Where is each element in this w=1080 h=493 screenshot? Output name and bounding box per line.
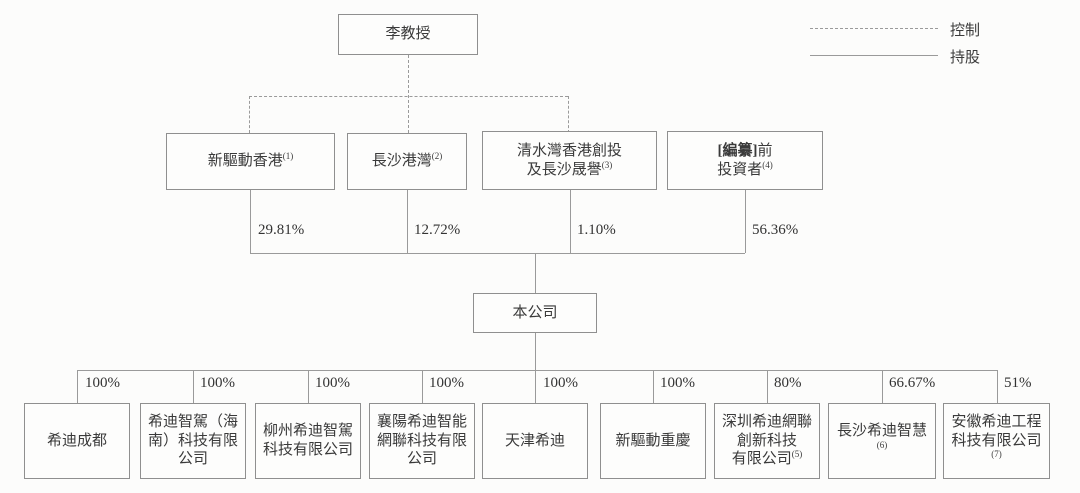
footnote-marker-6: (6) <box>876 440 888 450</box>
sub-line-drop-2 <box>193 370 194 403</box>
box-tianjin-cidi: 天津希迪 <box>482 403 588 479</box>
share-line-horizontal-lower <box>77 370 997 371</box>
sub-line-drop-4 <box>422 370 423 403</box>
pct-changsha-cidi-zhihui: 66.67% <box>889 375 936 391</box>
pct-xiangyang-cidi: 100% <box>429 375 464 391</box>
box-anhui-cidi: 安徽希迪工程 科技有限公司(7) <box>943 403 1050 479</box>
legend-shareholding-line <box>810 55 938 56</box>
box-former-investors-label: 前 投資者 <box>717 142 773 178</box>
share-line-drop-3 <box>570 190 571 253</box>
footnote-marker-3: (3) <box>601 159 613 170</box>
sub-line-drop-1 <box>77 370 78 403</box>
box-cidi-hainan-label: 希迪智駕（海 南）科技有限 公司 <box>147 413 238 468</box>
box-liuzhou-cidi: 柳州希迪智駕 科技有限公司 <box>255 403 361 479</box>
pct-xinqudong-chongqing: 100% <box>660 375 695 391</box>
footnote-marker-7: (7) <box>991 449 1002 460</box>
pct-cidi-chengdu: 100% <box>85 375 120 391</box>
pct-shenzhen-cidi: 80% <box>774 375 802 391</box>
control-line-drop-xinqudong-hk <box>249 96 250 133</box>
box-xinqudong-chongqing-label: 新驅動重慶 <box>615 432 691 449</box>
sub-line-drop-3 <box>308 370 309 403</box>
sub-line-drop-9 <box>997 370 998 403</box>
box-xinqudong-hongkong-label: 新驅動香港 <box>207 153 283 170</box>
box-xiangyang-cidi: 襄陽希迪智能 網聯科技有限 公司 <box>369 403 475 479</box>
sub-line-drop-8 <box>882 370 883 403</box>
box-changsha-gangwan-label: 長沙港灣 <box>371 153 432 170</box>
box-xiangyang-cidi-label: 襄陽希迪智能 網聯科技有限 公司 <box>376 413 467 468</box>
footnote-marker-2: (2) <box>431 151 443 162</box>
box-changsha-gangwan: 長沙港灣(2) <box>347 133 467 190</box>
pct-liuzhou-cidi: 100% <box>315 375 350 391</box>
sub-line-drop-7 <box>767 370 768 403</box>
box-xinqudong-hongkong: 新驅動香港(1) <box>166 133 335 190</box>
box-cidi-hainan: 希迪智駕（海 南）科技有限 公司 <box>140 403 246 479</box>
pct-anhui-cidi: 51% <box>1004 375 1032 391</box>
box-the-company-label: 本公司 <box>512 304 558 321</box>
box-professor-li-label: 李教授 <box>385 26 431 43</box>
box-changsha-cidi-zhihui: 長沙希迪智慧(6) <box>828 403 936 479</box>
legend-control-line <box>810 28 938 29</box>
control-line-drop-qingshuiwan <box>568 96 569 133</box>
pct-cidi-hainan: 100% <box>200 375 235 391</box>
box-professor-li: 李教授 <box>338 14 478 55</box>
pct-former-investors: 56.36% <box>752 222 799 238</box>
box-the-company: 本公司 <box>473 293 597 333</box>
share-line-drop-4 <box>745 190 746 253</box>
pct-xinqudong-hongkong: 29.81% <box>258 222 305 238</box>
sub-line-drop-6 <box>653 370 654 403</box>
sub-line-drop-5 <box>535 370 536 403</box>
box-qingshuiwan-changsha-shengyu: 清水灣香港創投 及長沙晟譽(3) <box>482 131 657 190</box>
box-cidi-chengdu-label: 希迪成都 <box>46 432 107 449</box>
footnote-marker-4: (4) <box>762 159 773 170</box>
legend-shareholding-label: 持股 <box>950 50 981 66</box>
pct-tianjin-cidi: 100% <box>543 375 578 391</box>
footnote-marker-5: (5) <box>791 449 803 460</box>
box-cidi-chengdu: 希迪成都 <box>24 403 130 479</box>
control-line-horizontal <box>249 96 568 97</box>
share-line-drop-2 <box>407 190 408 253</box>
box-xinqudong-chongqing: 新驅動重慶 <box>600 403 706 479</box>
share-line-drop-1 <box>250 190 251 253</box>
footnote-marker-1: (1) <box>282 151 294 162</box>
box-former-investors: [編纂]前 投資者(4) <box>667 131 823 190</box>
box-changsha-cidi-zhihui-label: 長沙希迪智慧 <box>836 423 927 440</box>
box-shenzhen-cidi-label: 深圳希迪網聯 創新科技 有限公司 <box>721 413 812 468</box>
redaction-tag: [編纂] <box>717 142 758 159</box>
box-anhui-cidi-label: 安徽希迪工程 科技有限公司 <box>951 413 1042 449</box>
box-shenzhen-cidi: 深圳希迪網聯 創新科技 有限公司(5) <box>714 403 820 479</box>
box-tianjin-cidi-label: 天津希迪 <box>504 432 565 449</box>
box-liuzhou-cidi-label: 柳州希迪智駕 科技有限公司 <box>262 423 353 458</box>
box-qingshuiwan-label: 清水灣香港創投 及長沙晟譽 <box>516 142 622 178</box>
pct-qingshuiwan: 1.10% <box>577 222 616 238</box>
share-line-from-company <box>535 333 536 370</box>
share-line-to-company <box>535 253 536 293</box>
legend-control-label: 控制 <box>950 23 981 39</box>
control-line-root-vertical <box>408 55 409 133</box>
pct-changsha-gangwan: 12.72% <box>414 222 461 238</box>
share-line-horizontal-upper <box>250 253 745 254</box>
